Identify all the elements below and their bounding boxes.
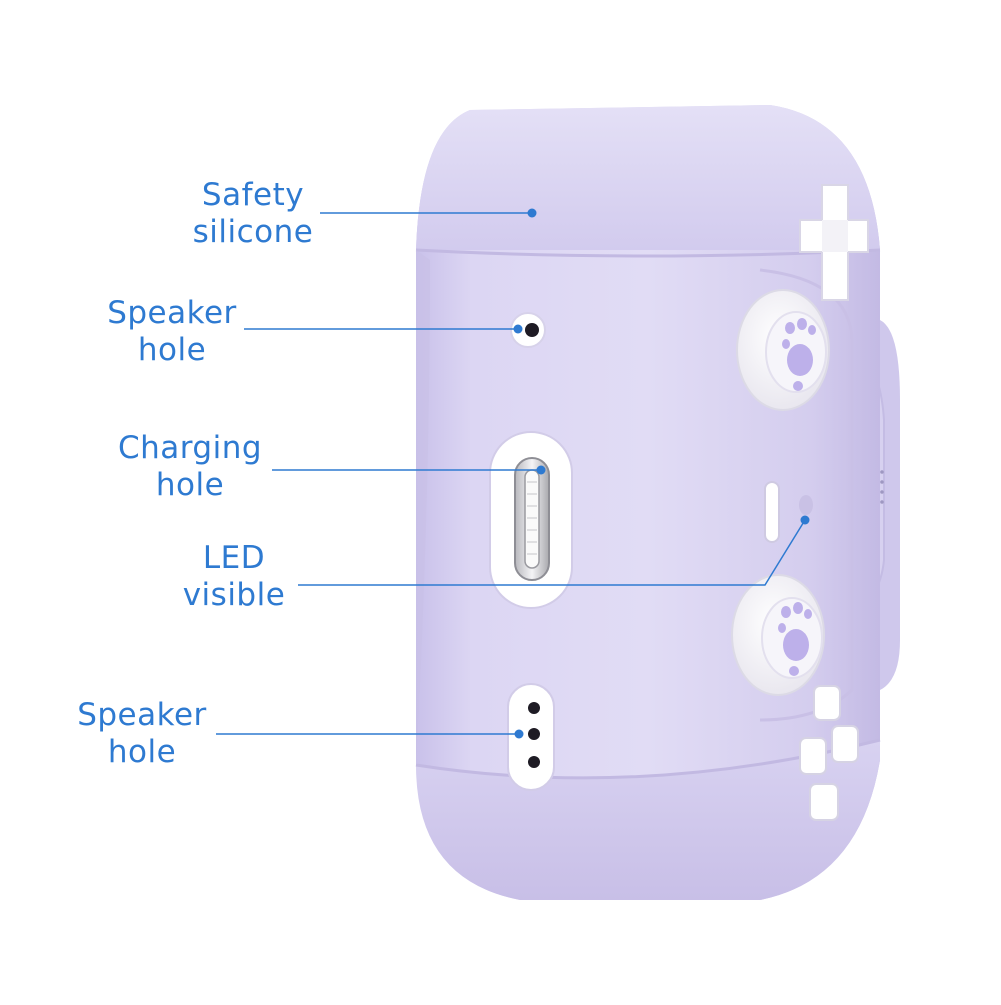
- callout-line-2: silicone: [192, 214, 314, 250]
- callout-line-2: hole: [137, 332, 207, 368]
- speaker-hole-bottom: [507, 683, 555, 791]
- charging-port: [489, 431, 573, 609]
- face-buttons: [799, 685, 859, 821]
- callout-line-1: LED: [202, 540, 266, 576]
- small-side-buttons: [764, 481, 813, 543]
- callout-speaker-hole-bottom: Speaker hole: [70, 697, 214, 771]
- callout-line-1: Speaker: [77, 697, 207, 733]
- callout-line-2: visible: [182, 577, 286, 613]
- callout-line-2: hole: [107, 734, 177, 770]
- top-thumbstick: [736, 289, 830, 411]
- callout-led-visible: LED visible: [172, 540, 296, 614]
- dpad: [799, 184, 869, 301]
- callout-line-2: hole: [155, 467, 225, 503]
- callout-line-1: Safety: [201, 177, 305, 213]
- callout-line-1: Speaker: [107, 295, 237, 331]
- callout-safety-silicone: Safety silicone: [182, 177, 324, 251]
- speaker-hole-top: [510, 312, 546, 348]
- callout-dots: [513, 208, 810, 739]
- callout-lines: [216, 212, 806, 735]
- callout-line-1: Charging: [117, 430, 263, 466]
- callout-speaker-hole-top: Speaker hole: [100, 295, 244, 369]
- bottom-thumbstick: [731, 574, 825, 696]
- callout-charging-hole: Charging hole: [108, 430, 272, 504]
